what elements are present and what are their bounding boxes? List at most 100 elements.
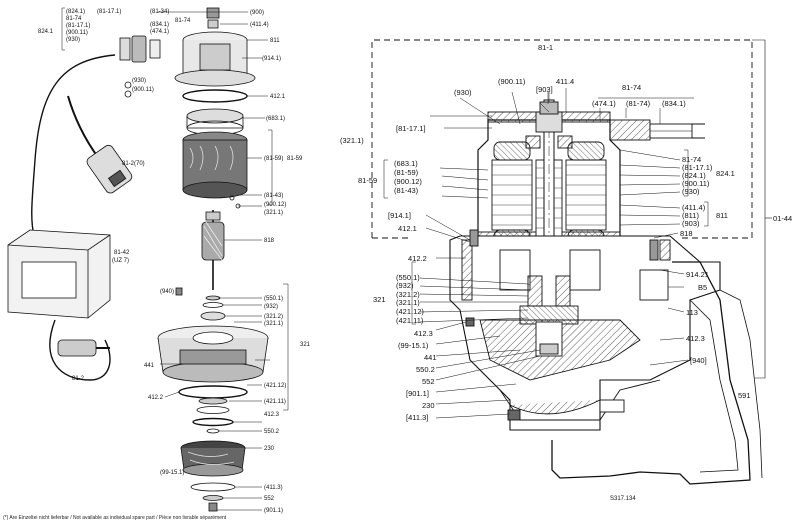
label-591: 591 — [738, 391, 751, 400]
footnote: (*) Are Einzeltei nicht lieferbar / Not … — [3, 515, 227, 521]
power-cable — [31, 54, 116, 236]
exploded-labels: (824.1)81-74(81-17.1)(900.11)(930) 824.1… — [38, 9, 311, 514]
label-99-15-1: (99-15.1) — [398, 341, 429, 350]
label-81-2: 81-2 — [72, 376, 85, 382]
label-903: [903] — [536, 85, 553, 94]
label-81-74-par: (81-74) — [626, 99, 651, 108]
label-81-59-b: 81-59 — [287, 156, 303, 162]
label-412-1: 412.1 — [270, 94, 286, 100]
label-81-74: 81-74 — [175, 18, 191, 24]
label-834-group: (834.1)(474.1) — [150, 22, 169, 35]
label-550-1: (550.1) — [264, 296, 283, 302]
control-cable — [49, 319, 111, 381]
label-230: 230 — [264, 446, 275, 452]
label-right-811-group: (411.4)(811)(903) — [682, 203, 706, 228]
label-99-15-1: (99-15.1) — [160, 470, 184, 476]
label-930: (930) — [454, 88, 472, 97]
label-683-1: (683.1) — [266, 116, 285, 122]
cable-plug — [86, 144, 133, 194]
label-900-12: (900.12) — [264, 202, 286, 208]
label-550-2: 550.2 — [264, 429, 280, 435]
label-230: 230 — [422, 401, 435, 410]
label-321-2: (321.2) — [264, 314, 283, 320]
label-81-1: 81-1 — [538, 43, 553, 52]
exploded-view — [7, 7, 289, 512]
label-321-1-b: (321.1) — [264, 321, 283, 327]
label-900-11: (900.11) — [132, 87, 154, 93]
label-441: 441 — [424, 353, 437, 362]
label-412-3: 412.3 — [264, 412, 280, 418]
label-81-34: (81-34) — [150, 9, 169, 15]
label-321: 321 — [300, 342, 311, 348]
label-901-1: (901.1) — [264, 508, 283, 514]
pump-casing — [551, 261, 751, 485]
label-824-1: 824.1 — [38, 29, 54, 35]
stator — [182, 131, 248, 199]
label-552: 552 — [264, 496, 275, 502]
label-321: 321 — [373, 295, 386, 304]
label-930: (930) — [132, 78, 146, 84]
label-411-4: 411.4 — [556, 77, 574, 86]
label-411-4: (411.4) — [250, 22, 269, 28]
label-900-11: (900.11) — [498, 77, 526, 86]
label-932: (932) — [264, 304, 278, 310]
label-411-3: [411.3] — [406, 413, 428, 422]
impeller — [180, 440, 246, 477]
label-321-1-a: (321.1) — [264, 210, 283, 216]
label-824-1: 824.1 — [716, 169, 735, 178]
boundary-81-1 — [371, 39, 753, 239]
label-cable-group: (824.1)81-74(81-17.1)(900.11)(930) — [66, 9, 90, 43]
label-441: 441 — [144, 363, 155, 369]
o-ring-412-1 — [182, 89, 248, 103]
label-914-1: (914.1) — [262, 56, 281, 62]
label-421-11: (421.11) — [264, 399, 286, 405]
motor-cover — [174, 31, 256, 87]
label-474-1: (474.1) — [592, 99, 616, 108]
label-914-1: [914.1] — [388, 211, 411, 220]
section-labels: 81-1 01-44 (930) (900.11) 411.4 [903] 81… — [340, 43, 792, 502]
label-901-1: [901.1] — [406, 389, 429, 398]
label-552: 552 — [422, 377, 435, 386]
label-321-1-left: (321.1) — [340, 136, 364, 145]
label-940: [940] — [690, 356, 707, 365]
motor-housing — [477, 92, 621, 430]
label-left-59-group: (683.1)(81-59)(900.12)(81-43) — [394, 159, 422, 195]
label-412-3-left: 412.3 — [414, 329, 433, 338]
label-411-3: (411.3) — [264, 485, 283, 491]
label-818: 818 — [264, 238, 275, 244]
cable-entry — [609, 119, 705, 141]
connector-81-2 — [57, 339, 97, 357]
label-412-2: 412.2 — [408, 254, 427, 263]
label-uz7: (UZ 7) — [112, 258, 129, 264]
section-view — [371, 39, 772, 485]
label-right-group: 81-74(81-17.1)(824.1)(900.11)(930) — [682, 155, 713, 196]
cable-lead — [67, 95, 101, 161]
label-940: (940) — [160, 289, 174, 295]
label-81-59-left: 81-59 — [358, 176, 377, 185]
label-412-1: 412.1 — [398, 224, 417, 233]
label-811: 811 — [270, 38, 280, 44]
label-81-74-top: 81-74 — [622, 83, 641, 92]
label-81-42: 81-42 — [114, 250, 130, 256]
label-81-43: (81-43) — [264, 193, 283, 199]
label-321-group: (550.1)(932)(321.2)(321.1)(421.12)(421.1… — [396, 273, 424, 325]
label-81-17-1: (81-17.1) — [97, 9, 121, 15]
label-412-3-right: 412.3 — [686, 334, 705, 343]
label-818: 818 — [680, 229, 693, 238]
label-834-1: (834.1) — [662, 99, 686, 108]
label-550-2: 550.2 — [416, 365, 435, 374]
drawing-code: S317.134 — [610, 496, 636, 502]
label-81-17-1: [81-17.1] — [396, 124, 426, 133]
label-113: 113 — [686, 308, 698, 317]
label-412-2: 412.2 — [148, 395, 164, 401]
label-900: (900) — [250, 10, 264, 16]
label-81-2-70: 81-2(70) — [122, 161, 145, 167]
control-box — [7, 229, 111, 319]
label-01-44: 01-44 — [773, 214, 792, 223]
label-811: 811 — [716, 211, 728, 220]
label-914-21: 914.21 — [686, 270, 709, 279]
seal-housing — [157, 325, 269, 383]
rotor — [201, 210, 225, 290]
